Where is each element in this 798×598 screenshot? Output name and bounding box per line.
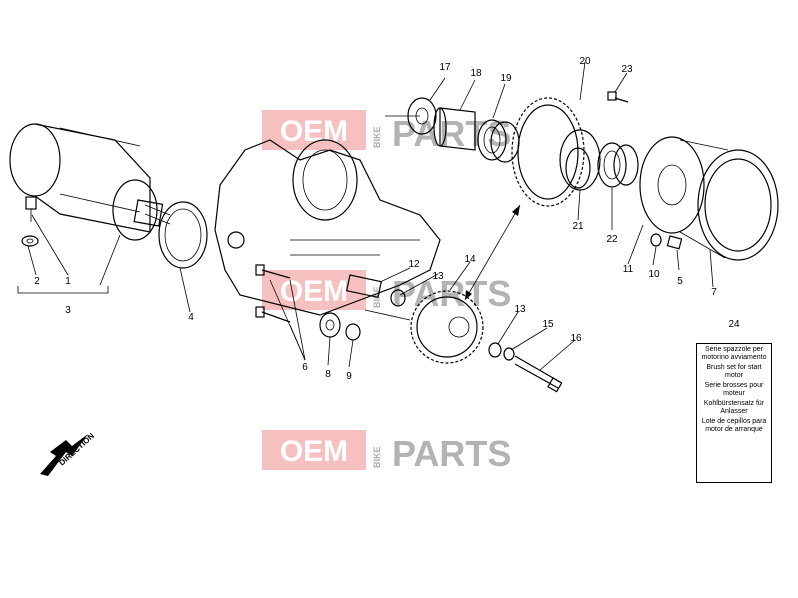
callout-16: 16 [570, 333, 582, 344]
callout-7: 7 [711, 287, 717, 298]
callout-22: 22 [606, 234, 618, 245]
plug-5 [666, 235, 683, 250]
bearing-22 [597, 142, 639, 188]
starter-motor [9, 123, 171, 241]
shaft-18 [433, 107, 476, 151]
screws-6 [255, 264, 291, 323]
washer-13a [390, 289, 406, 307]
callout-9: 9 [346, 371, 352, 382]
svg-text:PARTS: PARTS [392, 433, 511, 474]
svg-text:PARTS: PARTS [392, 273, 511, 314]
hub-11 [639, 136, 705, 234]
callout-11: 11 [623, 264, 634, 275]
callout-4: 4 [188, 312, 194, 323]
gear-20 [511, 97, 601, 207]
callout-17: 17 [439, 62, 451, 73]
legend-line-it: Serie spazzole per motorino avviamento [701, 346, 767, 361]
callout-23: 23 [621, 64, 633, 75]
legend-line-de: Kohlbürstensatz für Anlasser [703, 400, 765, 415]
callout-1: 1 [65, 276, 71, 287]
legend-line-en: Brush set for start motor [706, 364, 762, 379]
screw-23 [607, 91, 629, 103]
callout-18: 18 [470, 68, 482, 79]
callout-8: 8 [325, 369, 331, 380]
watermark-top: OEM BIKE PARTS [262, 110, 511, 154]
flywheel-7 [679, 139, 779, 261]
spring-15 [503, 347, 515, 361]
callout-13a: 13 [432, 271, 444, 282]
clutch-21 [565, 147, 591, 189]
svg-text:OEM: OEM [280, 275, 348, 308]
legend-box-24: Serie spazzole per motorino avviamento B… [696, 343, 772, 483]
callout-3: 3 [65, 305, 71, 316]
legend-line-fr: Serie brosses pour moteur [704, 382, 764, 397]
callout-24: 24 [728, 319, 740, 330]
washer-13b [488, 342, 502, 358]
callout-14: 14 [464, 254, 476, 265]
callout-10: 10 [648, 269, 660, 280]
gear-8 [319, 312, 341, 338]
watermark-middle: OEM BIKE PARTS [262, 270, 511, 314]
shaft-12 [345, 274, 383, 299]
callout-13b: 13 [514, 304, 526, 315]
bushing-9 [345, 323, 361, 341]
callout-2: 2 [34, 276, 40, 287]
callouts: 1 2 3 4 5 6 7 8 9 10 11 12 13 13 14 15 1… [34, 56, 717, 382]
callout-5: 5 [677, 276, 683, 287]
gear-14 [410, 290, 484, 364]
callout-12: 12 [408, 259, 420, 270]
svg-text:BIKE: BIKE [372, 126, 382, 148]
screw-1 [25, 196, 37, 222]
gasket-4 [158, 201, 208, 269]
callout-19: 19 [500, 73, 512, 84]
callout-15: 15 [542, 319, 554, 330]
svg-text:BIKE: BIKE [372, 446, 382, 468]
callout-20: 20 [579, 56, 591, 67]
arrow-left-down-icon [40, 434, 88, 476]
leader-lines [17, 61, 714, 371]
watermark-bottom: OEM BIKE PARTS [262, 430, 511, 474]
bolt-16 [514, 355, 563, 393]
callout-6: 6 [302, 362, 308, 373]
crankcase-cover [214, 139, 441, 316]
washer-2 [21, 235, 39, 247]
direction-arrow [40, 434, 88, 476]
washer-10 [650, 233, 662, 247]
svg-text:OEM: OEM [280, 435, 348, 468]
callout-21: 21 [572, 221, 584, 232]
legend-line-es: Lote de cepillos para motor de arranque [701, 418, 767, 433]
